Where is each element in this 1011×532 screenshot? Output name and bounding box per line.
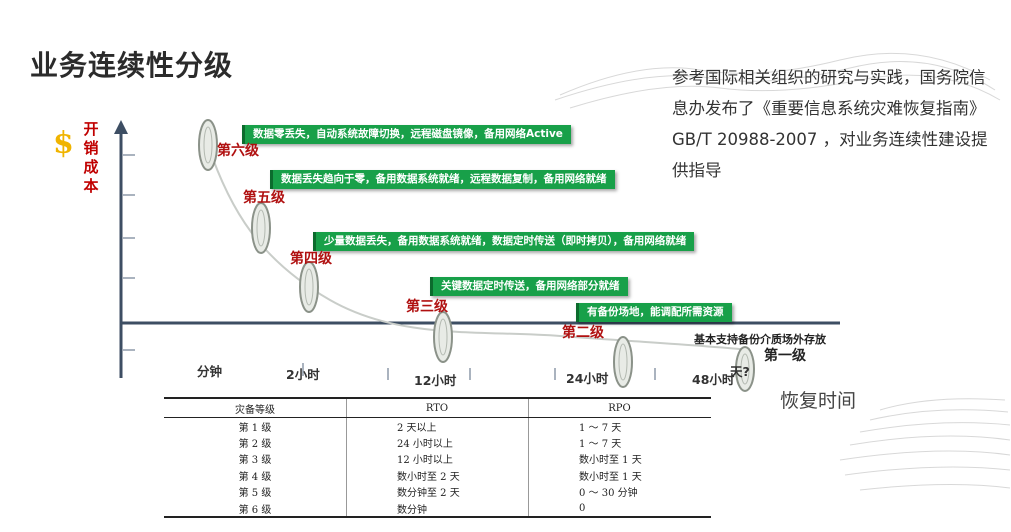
time-tick-48h: 48小时 — [692, 372, 735, 387]
cell-rpo: 0 ～ 30 分钟 — [579, 488, 638, 500]
table-header-row: 灾备等级 RTO RPO — [164, 397, 711, 418]
header-level: 灾备等级 — [164, 397, 347, 418]
y-axis-label: 开销成本 — [83, 120, 99, 195]
level5-marker — [251, 202, 271, 254]
cell-rto: 数分钟至 2 天 — [346, 483, 529, 500]
cell-level: 第 5 级 — [164, 483, 347, 500]
level4-callout: 少量数据丢失，备用数据系统就绪，数据定时传送（即时拷贝），备用网络就绪 — [313, 232, 695, 251]
cell-rpo: 数小时至 1 天 — [579, 455, 642, 467]
level2-marker — [613, 336, 633, 388]
cell-level: 第 6 级 — [164, 499, 347, 519]
cell-rto: 2 天以上 — [346, 417, 529, 435]
table-row: 第 5 级数分钟至 2 天 0 ～ 30 分钟 — [164, 483, 711, 500]
level6-marker — [198, 119, 218, 171]
level5-callout: 数据丢失趋向于零，备用数据系统就绪，远程数据复制，备用网络就绪 — [270, 170, 615, 189]
cell-rto: 24 小时以上 — [346, 434, 529, 451]
time-tick-2h: 2小时 — [286, 367, 320, 382]
level2-callout: 有备份场地，能调配所需资源 — [576, 303, 732, 322]
level1-marker — [735, 346, 755, 392]
table-row: 第 4 级数小时至 2 天 数小时至 1 天 — [164, 467, 711, 484]
level1-callout: 基本支持备份介质场外存放 — [694, 333, 826, 346]
header-rpo: RPO — [528, 397, 711, 418]
level3-marker — [433, 311, 453, 363]
level6-label: 第六级 — [217, 143, 259, 159]
level5-label: 第五级 — [243, 190, 285, 206]
time-tick-24h: 24小时 — [566, 371, 609, 386]
time-tick-days: 天? — [730, 364, 750, 379]
cell-level: 第 2 级 — [164, 434, 347, 451]
level2-label: 第二级 — [562, 325, 604, 341]
time-tick-minutes: 分钟 — [197, 364, 223, 379]
level4-marker — [299, 261, 319, 313]
level1-label: 第一级 — [764, 348, 806, 364]
cell-rpo: 1 ～ 7 天 — [579, 422, 622, 434]
time-tick-12h: 12小时 — [414, 373, 457, 388]
cell-level: 第 1 级 — [164, 417, 347, 435]
dollar-icon: $ — [53, 126, 74, 161]
page-description: 参考国际相关组织的研究与实践，国务院信息办发布了《重要信息系统灾难恢复指南》 G… — [672, 68, 988, 180]
level4-label: 第四级 — [290, 251, 332, 267]
level3-callout: 关键数据定时传送，备用网络部分就绪 — [430, 277, 628, 296]
page-title: 业务连续性分级 — [30, 49, 234, 82]
y-axis-arrow — [114, 120, 128, 134]
cell-rto: 数小时至 2 天 — [346, 467, 529, 484]
cell-level: 第 4 级 — [164, 467, 347, 484]
x-axis-label: 恢复时间 — [780, 390, 857, 412]
cell-level: 第 3 级 — [164, 450, 347, 468]
level6-callout: 数据零丢失，自动系统故障切换，远程磁盘镜像，备用网络Active — [242, 125, 571, 144]
level3-label: 第三级 — [406, 299, 448, 315]
cell-rpo: 0 — [528, 499, 711, 519]
cell-rpo: 数小时至 1 天 — [579, 471, 642, 483]
cell-rto: 数分钟 — [346, 499, 529, 519]
cell-rto: 12 小时以上 — [346, 450, 529, 468]
cell-rpo: 1 ～ 7 天 — [579, 439, 622, 451]
header-rto: RTO — [346, 397, 529, 418]
